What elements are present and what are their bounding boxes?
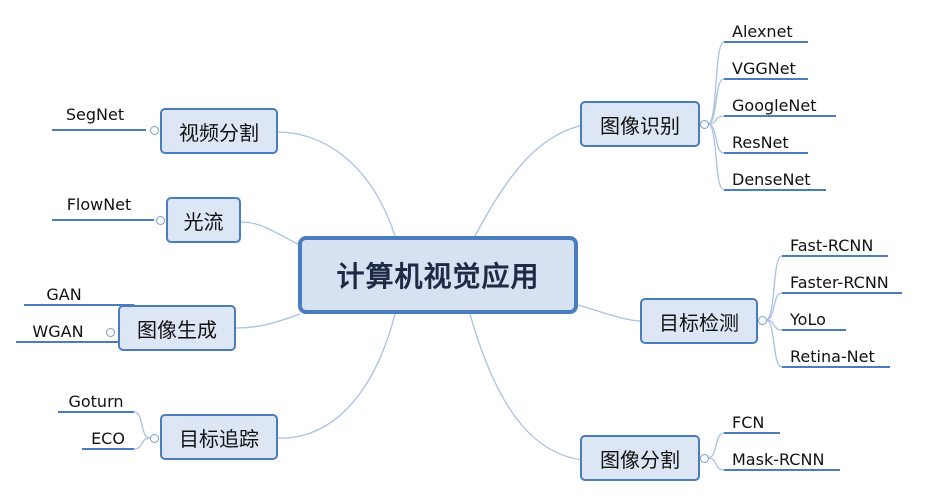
leaf-wgan[interactable]: WGAN <box>32 322 84 341</box>
topic-label: 视频分割 <box>179 120 259 145</box>
collapse-toggle-icon[interactable] <box>150 434 159 443</box>
collapse-toggle-icon[interactable] <box>700 120 709 129</box>
collapse-toggle-icon[interactable] <box>700 454 709 463</box>
leaf-eco[interactable]: ECO <box>91 429 125 448</box>
branch-object-tracking <box>277 313 396 439</box>
topic-video-segmentation[interactable]: 视频分割 <box>160 108 278 154</box>
topic-image-recognition[interactable]: 图像识别 <box>580 101 700 147</box>
topic-image-segmentation[interactable]: 图像分割 <box>580 435 700 481</box>
central-title: 计算机视觉应用 <box>336 260 540 293</box>
topic-image-generation[interactable]: 图像生成 <box>118 305 236 351</box>
topic-object-tracking[interactable]: 目标追踪 <box>160 414 278 460</box>
leaf-vggnet[interactable]: VGGNet <box>732 59 796 78</box>
leaf-gan[interactable]: GAN <box>46 285 82 304</box>
leaf-resnet[interactable]: ResNet <box>732 133 789 152</box>
topic-label: 图像生成 <box>137 317 217 342</box>
leaf-fcn[interactable]: FCN <box>732 413 765 432</box>
leaf-densenet[interactable]: DenseNet <box>732 170 811 189</box>
leaf-segnet[interactable]: SegNet <box>65 105 125 124</box>
leaf-alexnet[interactable]: Alexnet <box>732 22 793 41</box>
branch-image-segmentation <box>469 313 584 461</box>
branch-optical-flow <box>240 221 301 246</box>
branch-image-generation <box>235 313 301 329</box>
topic-label: 图像识别 <box>600 113 680 138</box>
leaf-googlenet[interactable]: GoogleNet <box>732 96 817 115</box>
collapse-toggle-icon[interactable] <box>106 328 115 337</box>
branch-image-recognition <box>474 124 584 237</box>
leaf-fast-rcnn[interactable]: Fast-RCNN <box>790 236 874 255</box>
topic-optical-flow[interactable]: 光流 <box>166 197 241 243</box>
leaf-goturn[interactable]: Goturn <box>68 392 124 411</box>
leaf-mask-rcnn[interactable]: Mask-RCNN <box>732 450 825 469</box>
collapse-toggle-icon[interactable] <box>758 316 767 325</box>
branch-object-detection <box>577 304 641 322</box>
topic-label: 图像分割 <box>600 447 680 472</box>
topic-label: 目标追踪 <box>179 426 259 451</box>
leaf-yolo[interactable]: YoLo <box>790 310 826 329</box>
leaf-flownet[interactable]: FlowNet <box>66 195 132 214</box>
branch-video-segmentation <box>277 131 396 237</box>
leaf-retina-net[interactable]: Retina-Net <box>790 347 875 366</box>
central-node[interactable]: 计算机视觉应用 <box>298 236 578 314</box>
topic-label: 目标检测 <box>659 310 739 335</box>
collapse-toggle-icon[interactable] <box>156 216 165 225</box>
topic-label: 光流 <box>183 209 224 234</box>
topic-object-detection[interactable]: 目标检测 <box>640 298 758 344</box>
collapse-toggle-icon[interactable] <box>150 126 159 135</box>
leaf-faster-rcnn[interactable]: Faster-RCNN <box>790 273 889 292</box>
